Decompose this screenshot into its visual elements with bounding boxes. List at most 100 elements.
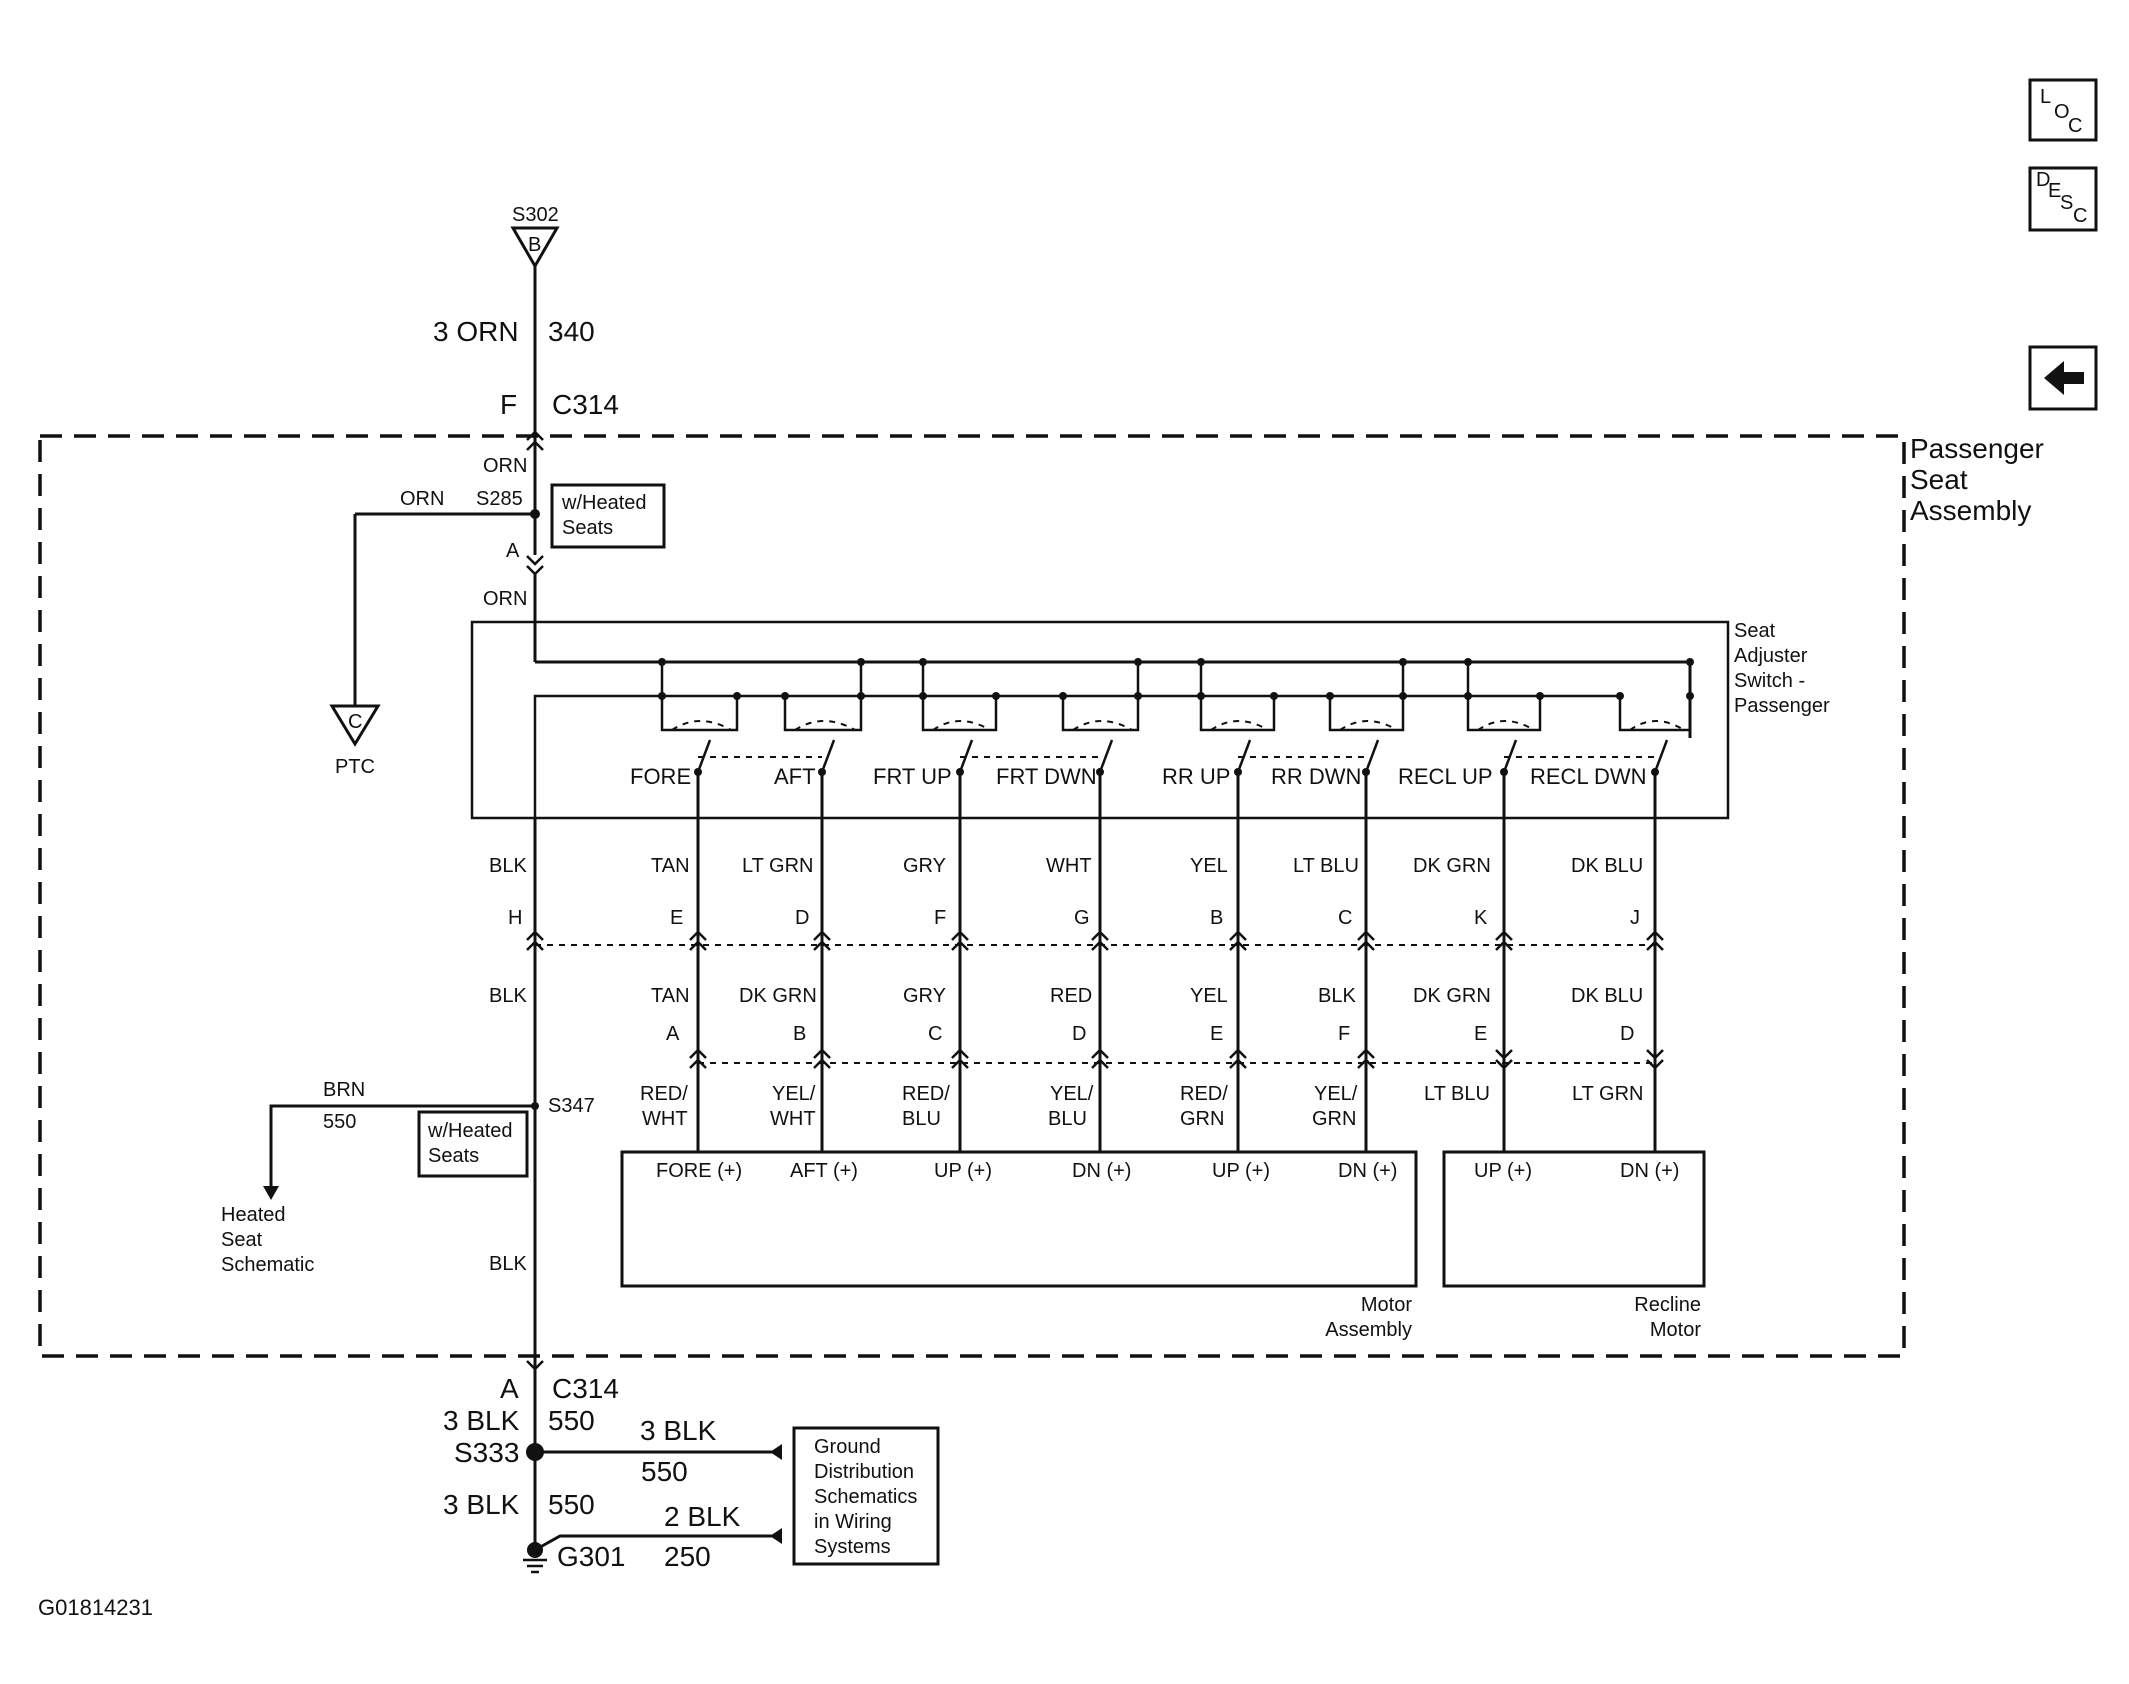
heated-seats-note-top-line2: Seats: [562, 517, 613, 539]
ground-g301-label: G301: [557, 1541, 626, 1572]
switch-contact-node: [781, 692, 789, 700]
switch-contact-node: [1270, 692, 1278, 700]
ground-branch1-arrow: [770, 1444, 782, 1460]
passenger-seat-assembly-boundary: [38, 434, 1906, 1358]
middle-pin-c: C: [928, 1023, 942, 1045]
motor-assembly-box: [620, 1150, 1418, 1288]
desc-button[interactable]: D E S C: [2028, 166, 2098, 232]
heated-seats-note-top: [550, 483, 666, 549]
lower-color-1a: RED/: [640, 1083, 688, 1105]
middle-pin-d2: D: [1620, 1023, 1634, 1045]
switch-pos-recl-dwn: RECL DWN: [1530, 764, 1647, 789]
ground-wire1-circuit: 550: [548, 1405, 595, 1436]
upper-connector-pin: [1229, 930, 1247, 951]
heated-seat-schematic-line2[interactable]: Seat: [221, 1229, 263, 1251]
upper-connector-pin: [1091, 930, 1109, 951]
switch-contact-node: [1536, 692, 1544, 700]
switch-contact-arc: [671, 720, 732, 731]
middle-color-blk-f: BLK: [1318, 985, 1356, 1007]
switch-contact-node: [733, 692, 741, 700]
switch-contact-node: [919, 692, 927, 700]
switch-pole: [820, 739, 836, 773]
switch-contact-node: [1134, 692, 1142, 700]
switch-ground-bus: [533, 694, 1620, 818]
svg-text:D: D: [2036, 169, 2050, 191]
ground-branch1-circuit: 550: [641, 1456, 688, 1487]
lower-color-3b: BLU: [902, 1108, 941, 1130]
svg-text:O: O: [2054, 101, 2070, 123]
switch-contact-node: [1686, 692, 1694, 700]
upper-pin-f: F: [934, 907, 946, 929]
heated-seat-schematic-line3[interactable]: Schematic: [221, 1254, 314, 1276]
recline-terminal-dn: DN (+): [1620, 1160, 1679, 1182]
feed-circuit-number: 340: [548, 316, 595, 347]
upper-connector-pin: [813, 930, 831, 951]
switch-contact-bracket: [660, 696, 739, 732]
motor-terminal-up-1: UP (+): [934, 1160, 992, 1182]
upper-color-wht: WHT: [1046, 855, 1092, 877]
lower-color-6b: GRN: [1312, 1108, 1356, 1130]
switch-contact-8: [1616, 658, 1694, 776]
ground-branch2-size-color: 2 BLK: [664, 1501, 741, 1532]
back-button[interactable]: [2028, 345, 2098, 411]
motor-terminal-dn-2: DN (+): [1338, 1160, 1397, 1182]
switch-contact-3: [919, 658, 1000, 776]
switch-contact-bracket: [1618, 696, 1692, 732]
upper-color-gry: GRY: [903, 855, 946, 877]
c314-bottom-label: C314: [552, 1373, 619, 1404]
loc-button[interactable]: L O C: [2028, 78, 2098, 142]
motor-terminal-up-2: UP (+): [1212, 1160, 1270, 1182]
brn-wire-circuit: 550: [323, 1111, 356, 1133]
switch-contact-5: [1197, 658, 1278, 776]
svg-text:L: L: [2040, 86, 2051, 108]
heated-seats-note-bottom: [417, 1110, 529, 1178]
switch-contact-node: [1616, 692, 1624, 700]
lower-blk-label: BLK: [489, 1253, 527, 1275]
switch-contact-bracket: [1199, 696, 1276, 732]
ground-wire2-size-color: 3 BLK: [443, 1489, 520, 1520]
ptc-label: PTC: [335, 756, 375, 778]
switch-pos-aft: AFT: [774, 764, 816, 789]
switch-pos-rr-dwn: RR DWN: [1271, 764, 1361, 789]
heated-seat-arrow-icon: [263, 1186, 279, 1200]
middle-color-dk-blu: DK BLU: [1571, 985, 1643, 1007]
lower-color-7: LT BLU: [1424, 1083, 1490, 1105]
splice-s347-label: S347: [548, 1095, 595, 1117]
recline-motor-label-line1: Recline: [1634, 1294, 1701, 1316]
figure-id: G01814231: [38, 1595, 153, 1620]
middle-color-dk-grn: DK GRN: [739, 985, 817, 1007]
switch-contact-bracket: [1328, 696, 1405, 732]
motor-assembly-label-line1: Motor: [1361, 1294, 1412, 1316]
switch-pole: [1364, 739, 1380, 773]
ground-wire2-circuit: 550: [548, 1489, 595, 1520]
heated-seat-schematic-line1[interactable]: Heated: [221, 1204, 286, 1226]
middle-pin-e2: E: [1474, 1023, 1487, 1045]
motor-terminal-aft: AFT (+): [790, 1160, 858, 1182]
feed-wire-size-color: 3 ORN: [433, 316, 519, 347]
middle-pin-f: F: [1338, 1023, 1350, 1045]
upper-connector-pin: [689, 930, 707, 951]
upper-color-lt-grn: LT GRN: [742, 855, 814, 877]
lower-color-5a: RED/: [1180, 1083, 1228, 1105]
brn-wire-color: BRN: [323, 1079, 365, 1101]
switch-pos-frt-up: FRT UP: [873, 764, 952, 789]
switch-contact-node: [1399, 692, 1407, 700]
ground-note-line2: Distribution: [814, 1461, 914, 1483]
motor-assembly-label-line2: Assembly: [1325, 1319, 1412, 1341]
middle-connector-pin: [1229, 1048, 1247, 1069]
ground-note-line4: in Wiring: [814, 1511, 892, 1533]
ground-distribution-note[interactable]: [792, 1426, 940, 1566]
c314-pin-a: A: [500, 1373, 519, 1404]
switch-contact-arc: [1210, 720, 1269, 731]
switch-contact-arc: [1477, 720, 1535, 731]
upper-pin-j: J: [1630, 907, 1640, 929]
switch-contact-6: [1326, 658, 1407, 776]
ground-note-line3: Schematics: [814, 1486, 917, 1508]
switch-contact-bracket: [1061, 696, 1140, 732]
upper-pin-h: H: [508, 907, 522, 929]
switch-pos-frt-dwn: FRT DWN: [996, 764, 1097, 789]
splice-s302-label: S302: [512, 204, 559, 226]
upper-color-blk: BLK: [489, 855, 527, 877]
middle-color-yel: YEL: [1190, 985, 1228, 1007]
